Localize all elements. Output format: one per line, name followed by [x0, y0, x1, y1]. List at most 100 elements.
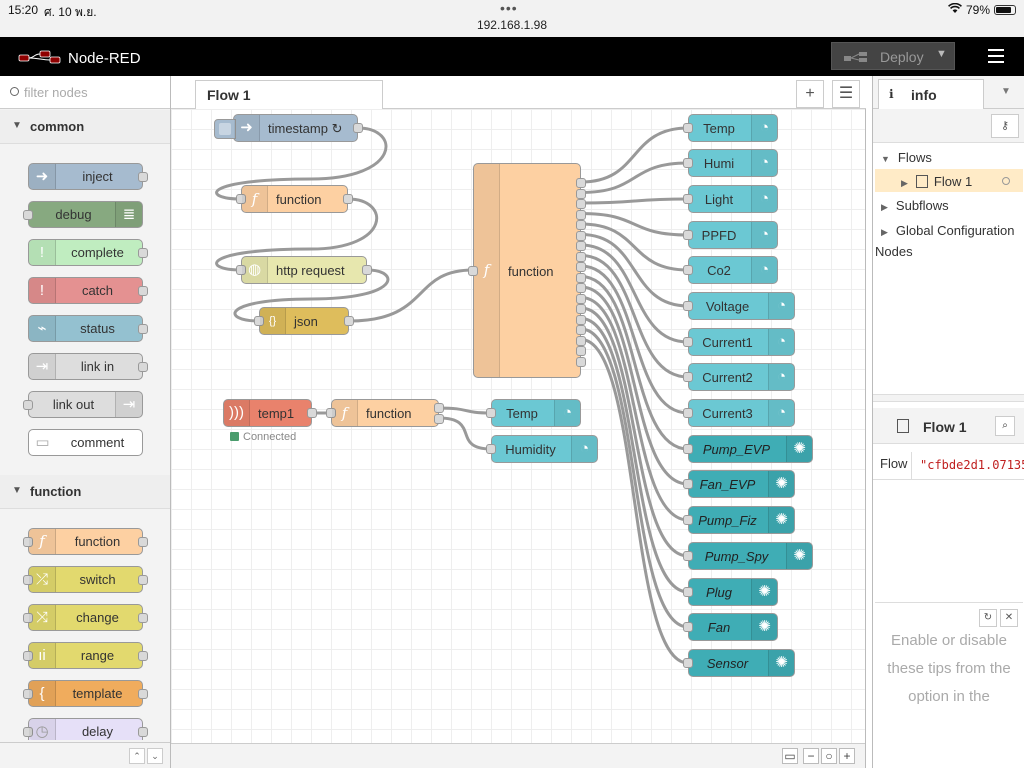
input-port[interactable]: [683, 372, 693, 382]
output-port[interactable]: [362, 265, 372, 275]
palette-node-function[interactable]: f function: [23, 528, 148, 555]
flow-node-gauge-g_current1[interactable]: Current1◔: [683, 328, 795, 356]
output-port[interactable]: [138, 651, 148, 661]
flow-node-mqtt-temp1[interactable]: ))) temp1 Connected: [223, 399, 317, 443]
output-port[interactable]: [576, 272, 586, 283]
flow-node-gauge-g_voltage[interactable]: Voltage◔: [683, 292, 795, 320]
flow-node-led-led_pump_spy[interactable]: Pump_Spy✺: [683, 542, 813, 570]
input-port[interactable]: [486, 444, 496, 454]
input-port[interactable]: [23, 689, 33, 699]
flow-node-led-led_pump_fiz[interactable]: Pump_Fiz✺: [683, 506, 795, 534]
refresh-icon[interactable]: ↻: [979, 609, 997, 627]
output-port[interactable]: [576, 209, 586, 220]
flow-node-inject-timestamp[interactable]: ➜ timestamp ↻: [214, 114, 363, 142]
output-port[interactable]: [434, 414, 444, 424]
input-port[interactable]: [326, 408, 336, 418]
output-port[interactable]: [307, 408, 317, 418]
palette-node-link-out[interactable]: link out ⇥: [23, 391, 143, 418]
zoom-reset-icon[interactable]: ○: [821, 748, 837, 764]
palette-node-template[interactable]: { template: [23, 680, 148, 707]
palette-node-status[interactable]: ⌁ status: [28, 315, 148, 342]
output-port[interactable]: [576, 335, 586, 346]
input-port[interactable]: [23, 400, 33, 410]
palette-node-comment[interactable]: ▭ comment: [28, 429, 143, 456]
flow-node-gauge-humidity[interactable]: Humidity ◔: [486, 435, 598, 463]
list-flows-icon[interactable]: ☰: [832, 80, 860, 108]
search-icon[interactable]: ⌕: [995, 416, 1015, 436]
sidebar-splitter[interactable]: [873, 394, 1024, 402]
input-port[interactable]: [683, 479, 693, 489]
zoom-out-icon[interactable]: −: [803, 748, 819, 764]
palette-node-change[interactable]: ⤨ change: [23, 604, 148, 631]
output-port[interactable]: [576, 241, 586, 251]
collapse-all-icon[interactable]: ⌃: [129, 748, 145, 764]
output-port[interactable]: [138, 727, 148, 737]
palette-node-delay[interactable]: ◷ delay: [23, 718, 148, 740]
tab-flow-1[interactable]: Flow 1: [195, 80, 383, 110]
output-port[interactable]: [138, 172, 148, 182]
input-port[interactable]: [683, 158, 693, 168]
input-port[interactable]: [23, 651, 33, 661]
zoom-in-icon[interactable]: +: [839, 748, 855, 764]
flow-node-led-led_sensor[interactable]: Sensor✺: [683, 649, 795, 677]
tab-info[interactable]: ℹ info: [878, 79, 984, 110]
flow-node-gauge-g_current2[interactable]: Current2◔: [683, 363, 795, 391]
tree-global-config[interactable]: ▶Global Configuration Nodes: [875, 223, 1015, 259]
output-port[interactable]: [434, 403, 444, 413]
palette-node-complete[interactable]: ! complete: [28, 239, 148, 266]
palette-node-inject[interactable]: ➜ inject: [28, 163, 148, 190]
flow-node-gauge-g_temp[interactable]: Temp◔: [683, 114, 778, 142]
output-port[interactable]: [138, 324, 148, 334]
flow-node-led-led_plug[interactable]: Plug✺: [683, 578, 778, 606]
output-port[interactable]: [576, 346, 586, 356]
close-icon[interactable]: ✕: [1000, 609, 1018, 627]
input-port[interactable]: [683, 408, 693, 418]
map-icon[interactable]: ▭: [782, 748, 798, 764]
tree-flows[interactable]: ▼Flows: [881, 150, 932, 165]
output-port[interactable]: [138, 362, 148, 372]
output-port[interactable]: [138, 613, 148, 623]
palette-node-debug[interactable]: debug ≣: [23, 201, 143, 228]
output-port[interactable]: [138, 537, 148, 547]
output-port[interactable]: [576, 178, 586, 188]
input-port[interactable]: [683, 622, 693, 632]
input-port[interactable]: [23, 210, 33, 220]
input-port[interactable]: [683, 551, 693, 561]
input-port[interactable]: [23, 537, 33, 547]
filter-nodes-input[interactable]: filter nodes: [0, 76, 170, 109]
input-port[interactable]: [683, 265, 693, 275]
palette-node-catch[interactable]: ! catch: [28, 277, 148, 304]
flow-node-led-led_fan_evp[interactable]: Fan_EVP✺: [683, 470, 795, 498]
palette-node-switch[interactable]: ⤮ switch: [23, 566, 148, 593]
input-port[interactable]: [486, 408, 496, 418]
input-port[interactable]: [683, 123, 693, 133]
input-port[interactable]: [468, 266, 478, 276]
output-port[interactable]: [353, 123, 363, 133]
output-port[interactable]: [576, 262, 586, 272]
input-port[interactable]: [683, 337, 693, 347]
input-port[interactable]: [254, 316, 264, 326]
tree-subflows[interactable]: ▶Subflows: [881, 198, 949, 213]
tree-selected-row[interactable]: [875, 169, 1023, 192]
input-port[interactable]: [683, 301, 693, 311]
input-port[interactable]: [683, 194, 693, 204]
output-port[interactable]: [576, 251, 586, 262]
output-port[interactable]: [138, 248, 148, 258]
flow-node-led-led_fan[interactable]: Fan✺: [683, 613, 778, 641]
deploy-button[interactable]: Deploy ▼: [831, 42, 955, 70]
palette-node-range[interactable]: ıi range: [23, 642, 148, 669]
input-port[interactable]: [23, 613, 33, 623]
output-port[interactable]: [344, 316, 354, 326]
multitask-dots[interactable]: •••: [500, 0, 518, 16]
output-port[interactable]: [576, 199, 586, 209]
input-port[interactable]: [23, 727, 33, 737]
tree-flow-1[interactable]: ▶Flow 1: [901, 174, 973, 189]
flow-node-function-2[interactable]: f function: [326, 399, 444, 427]
flow-node-gauge-temp-2[interactable]: Temp ◔: [486, 399, 581, 427]
input-port[interactable]: [683, 515, 693, 525]
flow-node-gauge-g_light[interactable]: Light◔: [683, 185, 778, 213]
menu-icon[interactable]: [988, 49, 1004, 63]
input-port[interactable]: [236, 265, 246, 275]
output-port[interactable]: [576, 304, 586, 314]
expand-all-icon[interactable]: ⌄: [147, 748, 163, 764]
